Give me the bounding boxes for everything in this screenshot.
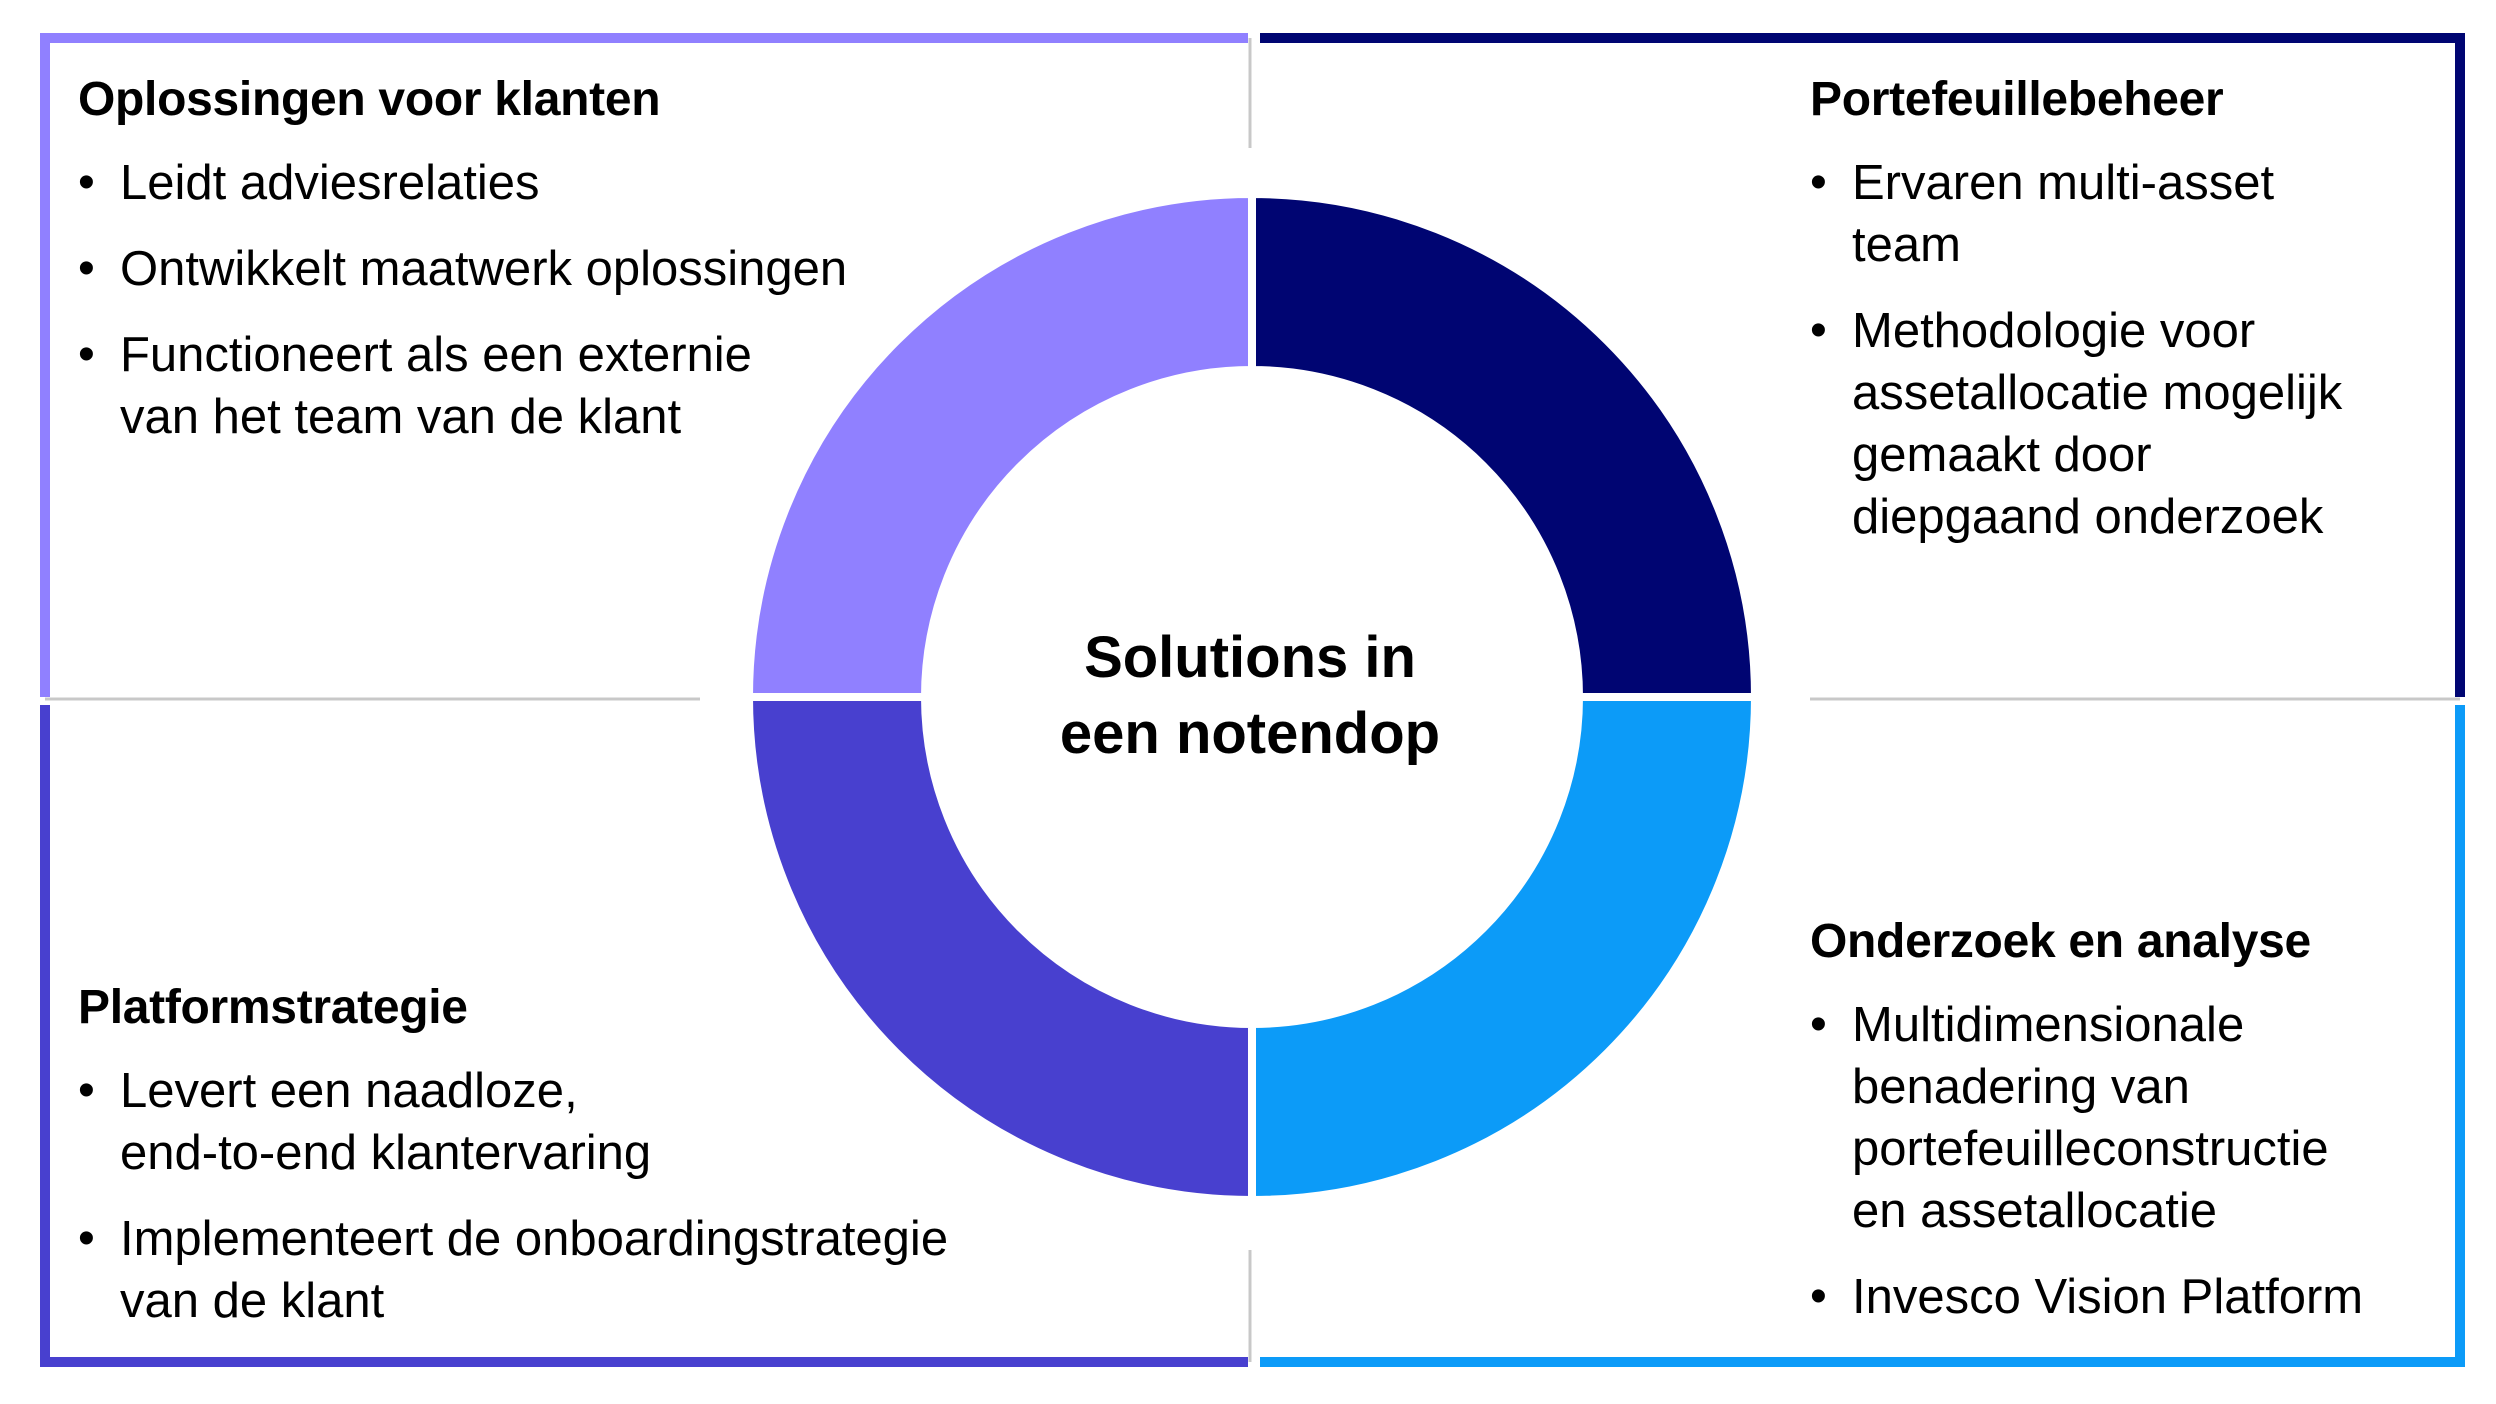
bullet-item: Leidt adviesrelaties bbox=[78, 152, 978, 214]
quadrant-top-right: Portefeuillebeheer Ervaren multi-assette… bbox=[1810, 70, 2450, 572]
border-bottom-right bbox=[1260, 705, 2465, 1367]
bullet-item: Ontwikkelt maatwerk oplossingen bbox=[78, 238, 978, 300]
donut-segment-bottom-right bbox=[1248, 693, 1760, 1205]
quadrant-title: Oplossingen voor klanten bbox=[78, 73, 661, 126]
center-title-line2: een notendop bbox=[1059, 701, 1441, 766]
donut-segment-top-right bbox=[1248, 189, 1760, 701]
bullet-item: Implementeert de onboardingstrategievan … bbox=[78, 1208, 1178, 1332]
center-title-line1: Solutions in bbox=[1084, 625, 1416, 690]
border-top-right bbox=[1260, 33, 2465, 697]
border-top-left bbox=[40, 33, 1248, 697]
bullet-list: Leidt adviesrelaties Ontwikkelt maatwerk… bbox=[78, 152, 978, 448]
quadrant-title: Portefeuillebeheer bbox=[1810, 73, 2224, 126]
quadrant-title: Onderzoek en analyse bbox=[1810, 915, 2311, 968]
quadrant-bottom-left: Platformstrategie Levert een naadloze,en… bbox=[78, 978, 1178, 1356]
quadrant-bottom-right: Onderzoek en analyse Multidimensionalebe… bbox=[1810, 912, 2470, 1352]
quadrant-top-left: Oplossingen voor klanten Leidt adviesrel… bbox=[78, 70, 978, 472]
bullet-item: Levert een naadloze,end-to-end klanterva… bbox=[78, 1060, 1178, 1184]
border-bottom-left bbox=[40, 705, 1248, 1367]
donut-segment-top-left bbox=[744, 189, 1256, 701]
bullet-list: Levert een naadloze,end-to-end klanterva… bbox=[78, 1060, 1178, 1332]
quadrant-title: Platformstrategie bbox=[78, 981, 468, 1034]
center-title: Solutions in een notendop bbox=[1000, 620, 1500, 772]
bullet-item: Invesco Vision Platform bbox=[1810, 1266, 2470, 1328]
